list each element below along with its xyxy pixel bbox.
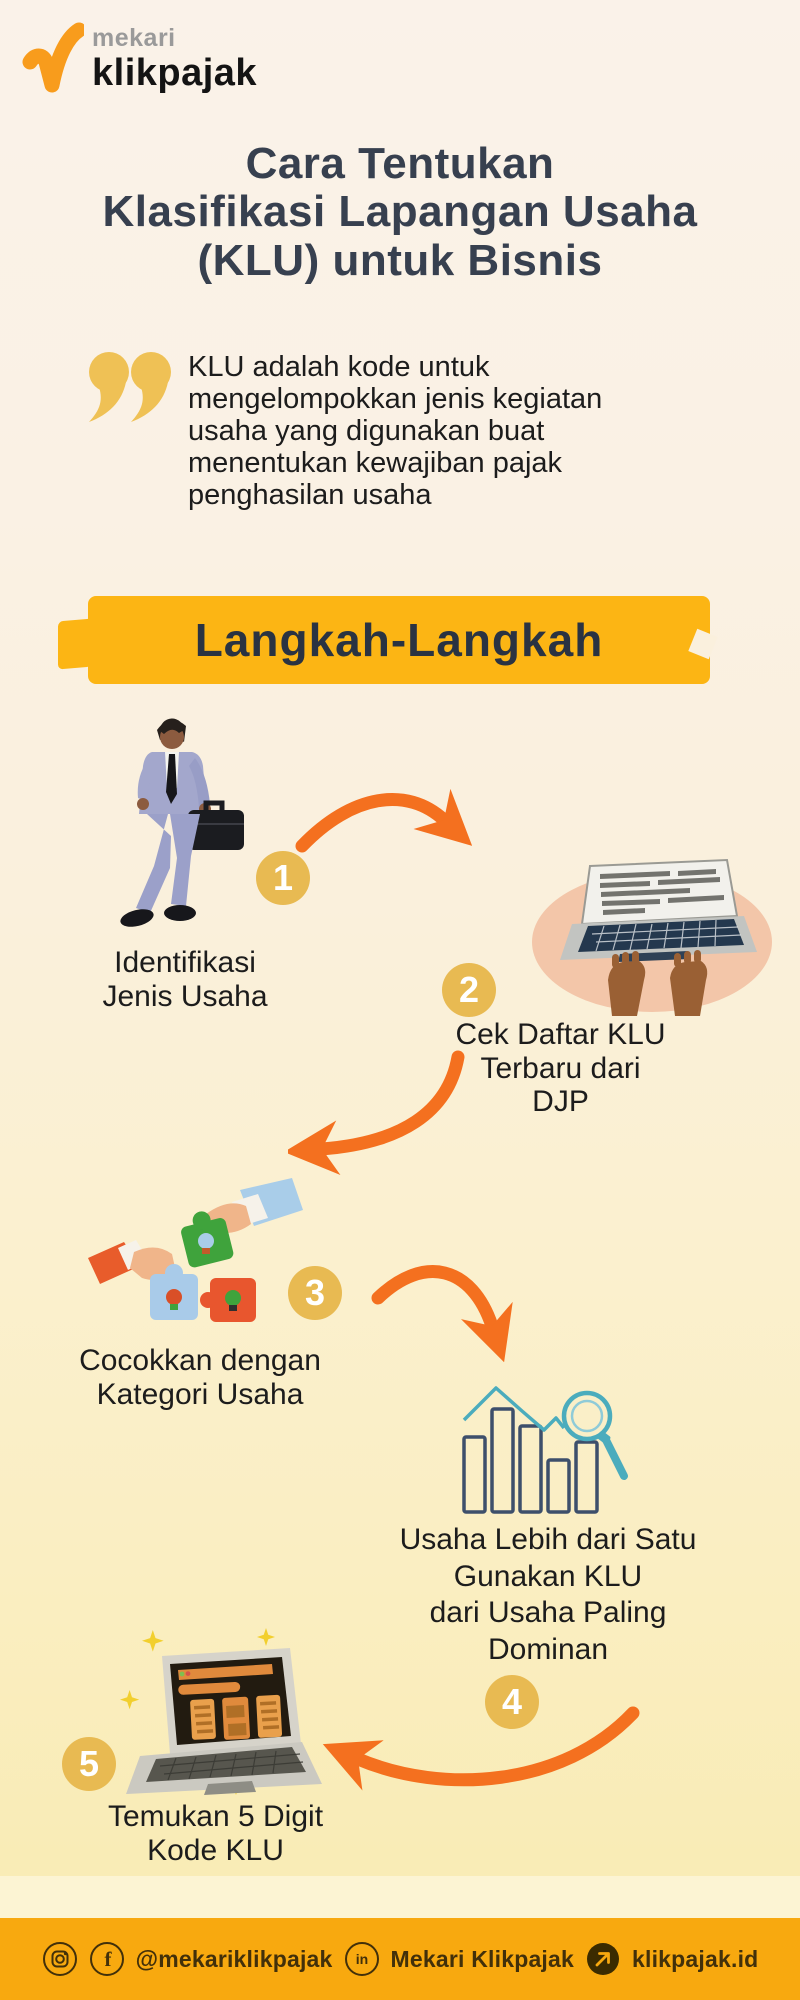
step-1-number-badge: 1 — [256, 851, 310, 905]
arrow-step2-to-step3 — [288, 1050, 465, 1175]
step-4-number: 4 — [501, 1681, 523, 1722]
step-3-number-badge: 3 — [288, 1266, 342, 1320]
svg-text:in: in — [355, 1951, 367, 1967]
step-4-number-badge: 4 — [485, 1675, 539, 1729]
laptop-search-results-illustration — [120, 1628, 322, 1795]
mekari-checkmark-logo-icon — [22, 22, 84, 93]
quote-marks-icon — [89, 352, 171, 422]
facebook-icon[interactable]: f — [89, 1941, 125, 1977]
step-2-label: Cek Daftar KLU Terbaru dari DJP — [455, 1018, 666, 1119]
footer-linkedin-label[interactable]: Mekari Klikpajak — [390, 1945, 575, 1972]
svg-text:f: f — [104, 1947, 112, 1971]
section-banner: Langkah-Langkah — [88, 596, 710, 684]
bar-chart-magnifier-illustration — [462, 1386, 628, 1514]
brand-name-mekari: mekari — [92, 24, 176, 52]
intro-quote: KLU adalah kode untuk mengelompokkan jen… — [188, 351, 603, 511]
footer-social-handle[interactable]: @mekariklikpajak — [135, 1945, 333, 1972]
step-5-number-badge: 5 — [62, 1737, 116, 1791]
brand-name-klikpajak: klikpajak — [92, 52, 258, 94]
step-4-label: Usaha Lebih dari Satu Gunakan KLU dari U… — [399, 1523, 697, 1666]
walking-businessman-illustration — [120, 718, 244, 927]
instagram-icon[interactable] — [42, 1941, 78, 1977]
step-1-number: 1 — [272, 857, 294, 898]
footer-bar: f @mekariklikpajak in Mekari Klikpajak k… — [0, 1918, 800, 2000]
brand-wordmark: mekari klikpajak — [92, 24, 258, 94]
hands-puzzle-pieces-illustration — [88, 1178, 303, 1322]
step-5-number: 5 — [78, 1743, 100, 1784]
step-2-number-badge: 2 — [442, 963, 496, 1017]
step-1-label: Identifikasi Jenis Usaha — [102, 946, 268, 1013]
arrow-step4-to-step5 — [322, 1706, 640, 1791]
arrow-step1-to-step2 — [295, 788, 473, 853]
page-title: Cara Tentukan Klasifikasi Lapangan Usaha… — [102, 139, 698, 285]
external-link-arrow-icon[interactable] — [585, 1941, 621, 1977]
banner-brush-tail — [58, 618, 92, 670]
section-banner-label: Langkah-Langkah — [194, 614, 604, 666]
hands-typing-laptop-illustration — [532, 858, 772, 1016]
step-5-label: Temukan 5 Digit Kode KLU — [107, 1800, 324, 1867]
prefooter-band — [0, 1876, 800, 1918]
step-2-number: 2 — [458, 969, 480, 1010]
footer-website[interactable]: klikpajak.id — [632, 1945, 759, 1972]
step-3-number: 3 — [304, 1272, 326, 1313]
linkedin-icon[interactable]: in — [344, 1941, 380, 1977]
step-3-label: Cocokkan dengan Kategori Usaha — [79, 1344, 321, 1411]
arrow-step3-to-step4 — [371, 1265, 513, 1363]
